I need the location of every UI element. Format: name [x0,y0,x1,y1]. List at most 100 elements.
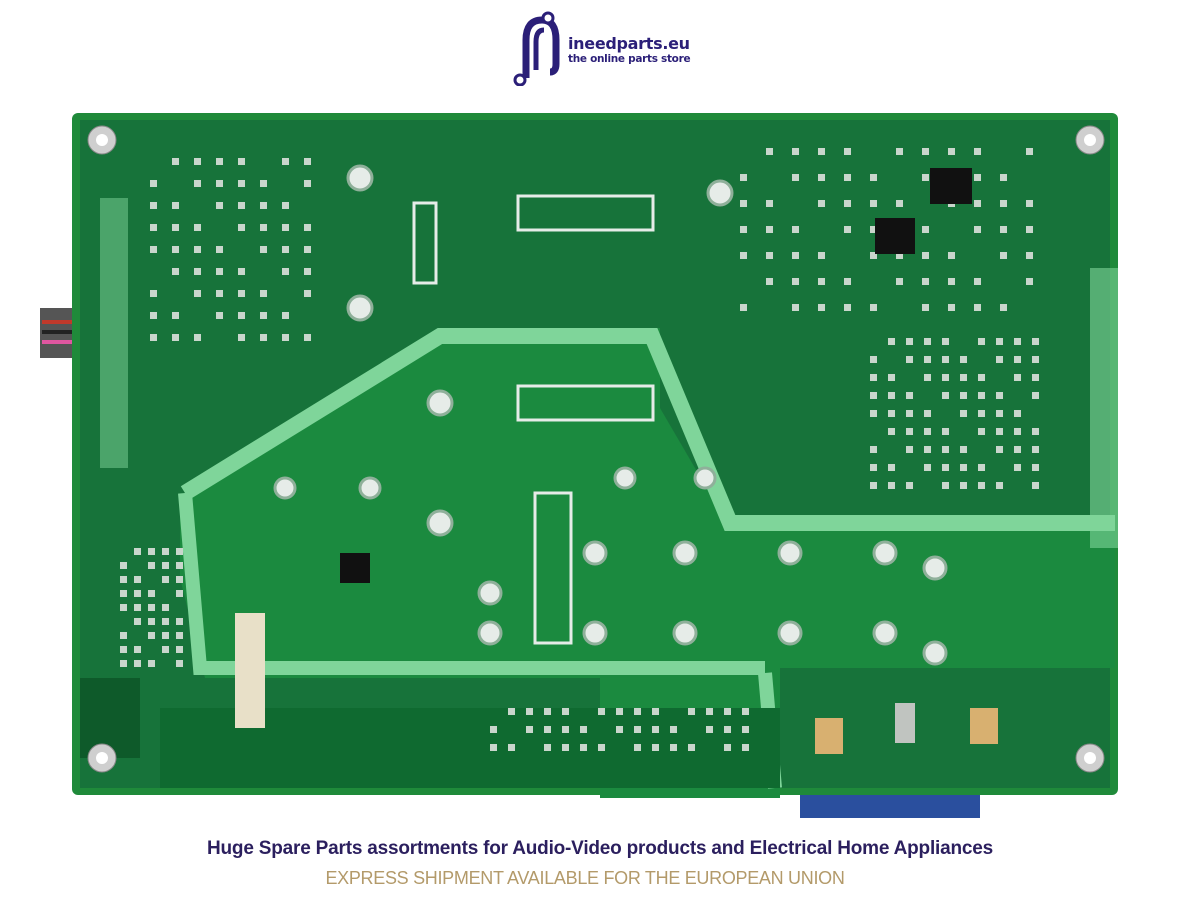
solder-pad [260,224,267,231]
solder-pad [888,374,895,381]
solder-pad [888,392,895,399]
solder-pad [120,632,127,639]
solder-pad [150,224,157,231]
solder-pad [844,278,851,285]
solder-pad [508,744,515,751]
solder-pad [1026,278,1033,285]
solder-pad [544,708,551,715]
solder-pad [194,246,201,253]
solder-pad [1000,174,1007,181]
solder-pad [996,410,1003,417]
solder-pad [766,226,773,233]
solder-pad [194,158,201,165]
solder-pad [544,744,551,751]
solder-pad [162,646,169,653]
solder-pad [742,726,749,733]
solder-pad [978,482,985,489]
solder-pad [1000,252,1007,259]
solder-pad [888,482,895,489]
solder-pad [260,202,267,209]
solder-pad [792,278,799,285]
solder-pad [490,744,497,751]
solder-pad [260,290,267,297]
solder-pad [670,726,677,733]
solder-pad [176,660,183,667]
solder-pad [870,410,877,417]
solder-pad [740,226,747,233]
solder-pad [1026,252,1033,259]
solder-pad [1026,200,1033,207]
solder-pad [176,576,183,583]
solder-pad [706,726,713,733]
solder-pad [896,148,903,155]
solder-pad [216,180,223,187]
solder-pad [634,708,641,715]
solder-pad [974,304,981,311]
solder-pad [216,312,223,319]
solder-pad [1032,464,1039,471]
solder-pad [148,618,155,625]
solder-pad [818,252,825,259]
solder-pad [818,148,825,155]
solder-pad [996,446,1003,453]
solder-pad [172,202,179,209]
solder-pad [562,708,569,715]
solder-pad [870,446,877,453]
logo-name: ineedparts.eu [568,34,690,53]
solder-pad [194,180,201,187]
solder-pad [304,290,311,297]
solder-pad [1032,446,1039,453]
solder-pad [134,646,141,653]
solder-pad [282,268,289,275]
solder-pad [942,356,949,363]
solder-pad [162,562,169,569]
solder-pad [924,356,931,363]
solder-pad [282,158,289,165]
solder-pad [172,312,179,319]
solder-pad [906,338,913,345]
solder-pad [176,632,183,639]
solder-pad [792,252,799,259]
solder-pad [978,392,985,399]
solder-pad [238,334,245,341]
solder-pad [1014,356,1021,363]
solder-pad [942,482,949,489]
solder-pad [906,356,913,363]
solder-pad [960,410,967,417]
solder-pad [216,202,223,209]
solder-pad [1014,410,1021,417]
solder-pad [922,226,929,233]
solder-pad [978,410,985,417]
solder-pad [818,174,825,181]
solder-pad [978,338,985,345]
solder-pad [948,252,955,259]
solder-pad [870,226,877,233]
solder-pad [1032,392,1039,399]
solder-pad [978,428,985,435]
solder-pad [942,428,949,435]
solder-pad [172,268,179,275]
solder-pad [870,356,877,363]
solder-pad [740,174,747,181]
solder-pad [740,304,747,311]
solder-pad [598,744,605,751]
solder-pad [960,374,967,381]
solder-pad [304,268,311,275]
solder-pad [1014,446,1021,453]
solder-pad [1014,374,1021,381]
solder-pad [216,246,223,253]
solder-pad [766,252,773,259]
solder-pad [544,726,551,733]
solder-pad [162,548,169,555]
solder-pad [818,200,825,207]
solder-pad [260,180,267,187]
solder-pad [120,604,127,611]
solder-pad [176,646,183,653]
solder-pad [304,334,311,341]
solder-pad [792,174,799,181]
solder-pad [176,548,183,555]
solder-pad [688,744,695,751]
solder-pad [740,200,747,207]
solder-pad [924,428,931,435]
solder-pad [906,482,913,489]
